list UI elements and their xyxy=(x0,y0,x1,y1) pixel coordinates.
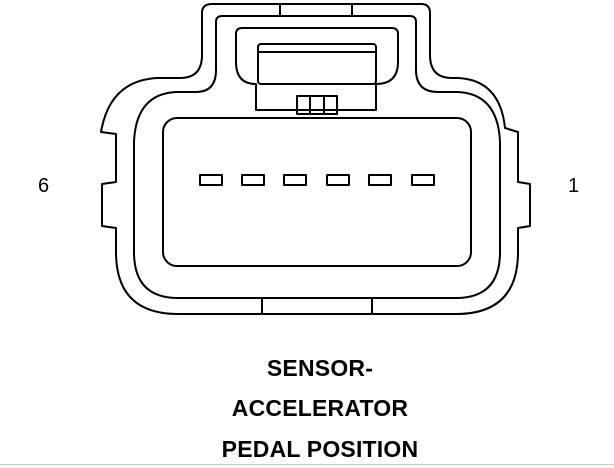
connector-inner-wall xyxy=(133,15,501,299)
connector-outer-shell xyxy=(100,3,531,315)
terminal-cavity xyxy=(162,117,472,267)
latch-outer-frame xyxy=(235,27,399,111)
terminal-slot-3 xyxy=(326,174,350,186)
pin-label-6: 6 xyxy=(38,175,50,197)
pin-label-1: 1 xyxy=(568,175,580,197)
caption-line-1: SENSOR- xyxy=(266,355,374,381)
terminal-slot-2 xyxy=(368,174,392,186)
lock-key-outer xyxy=(296,95,338,115)
bottom-divider xyxy=(0,464,614,465)
terminal-slot-5 xyxy=(241,174,265,186)
terminal-slots xyxy=(199,174,435,186)
caption-line-2: ACCELERATOR xyxy=(231,395,409,421)
terminal-slot-4 xyxy=(283,174,307,186)
terminal-slot-6 xyxy=(199,174,223,186)
terminal-slot-1 xyxy=(411,174,435,186)
latch-tab xyxy=(257,43,377,85)
caption-line-3: PEDAL POSITION xyxy=(221,436,419,462)
lock-key-inner xyxy=(309,95,325,115)
